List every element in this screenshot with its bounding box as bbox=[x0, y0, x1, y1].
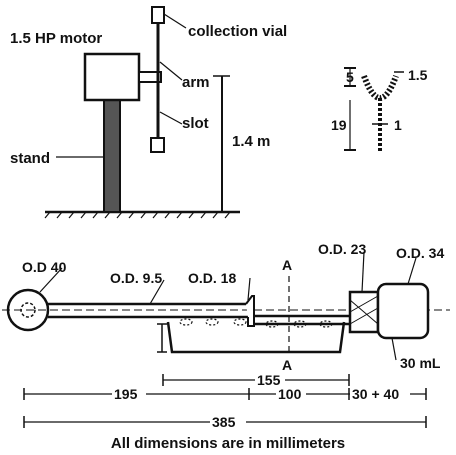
dim-195-label: 195 bbox=[114, 386, 138, 402]
stand-column bbox=[103, 99, 121, 213]
od-23-label: O.D. 23 bbox=[318, 241, 366, 257]
section-a-bottom-label: A bbox=[282, 357, 292, 373]
stand-label: stand bbox=[10, 150, 50, 167]
vial-dim-19: 19 bbox=[331, 117, 347, 133]
arm-shoulder bbox=[245, 295, 255, 327]
motor-shaft bbox=[138, 71, 162, 83]
slot-label: slot bbox=[182, 115, 209, 132]
vial-dim-5: 5 bbox=[346, 69, 354, 85]
arm-leader bbox=[159, 61, 183, 81]
vial-dim-1-5: 1.5 bbox=[408, 67, 428, 83]
collection-vial-label: collection vial bbox=[188, 23, 287, 40]
slot-leader bbox=[159, 111, 183, 125]
arm-label: arm bbox=[182, 74, 210, 91]
od-34-label: O.D. 34 bbox=[396, 245, 444, 261]
collection-vial-leader bbox=[163, 13, 187, 29]
dim-30-40-label: 30 + 40 bbox=[352, 386, 399, 402]
vial-detail bbox=[344, 67, 404, 152]
trough-holes bbox=[179, 318, 333, 328]
collection-vial-shape bbox=[151, 6, 165, 24]
dim-100-label: 100 bbox=[278, 386, 302, 402]
height-label: 1.4 m bbox=[232, 133, 270, 150]
trough bbox=[166, 321, 346, 354]
section-a-top-label: A bbox=[282, 257, 292, 273]
vial-od-34 bbox=[376, 282, 430, 340]
od-18-label: O.D. 18 bbox=[188, 270, 236, 286]
volume-label: 30 mL bbox=[400, 355, 441, 371]
vial-dim-1: 1 bbox=[394, 117, 402, 133]
od-40-label: O.D 40 bbox=[22, 259, 67, 275]
footer-note: All dimensions are in millimeters bbox=[111, 435, 345, 452]
counterweight-vial bbox=[150, 137, 165, 153]
od-9-5-label: O.D. 9.5 bbox=[110, 270, 162, 286]
motor-box bbox=[83, 52, 141, 102]
ground-hatch bbox=[44, 211, 231, 219]
motor-label: 1.5 HP motor bbox=[10, 30, 102, 47]
dim-155-label: 155 bbox=[257, 372, 281, 388]
dim-385-label: 385 bbox=[212, 414, 236, 430]
